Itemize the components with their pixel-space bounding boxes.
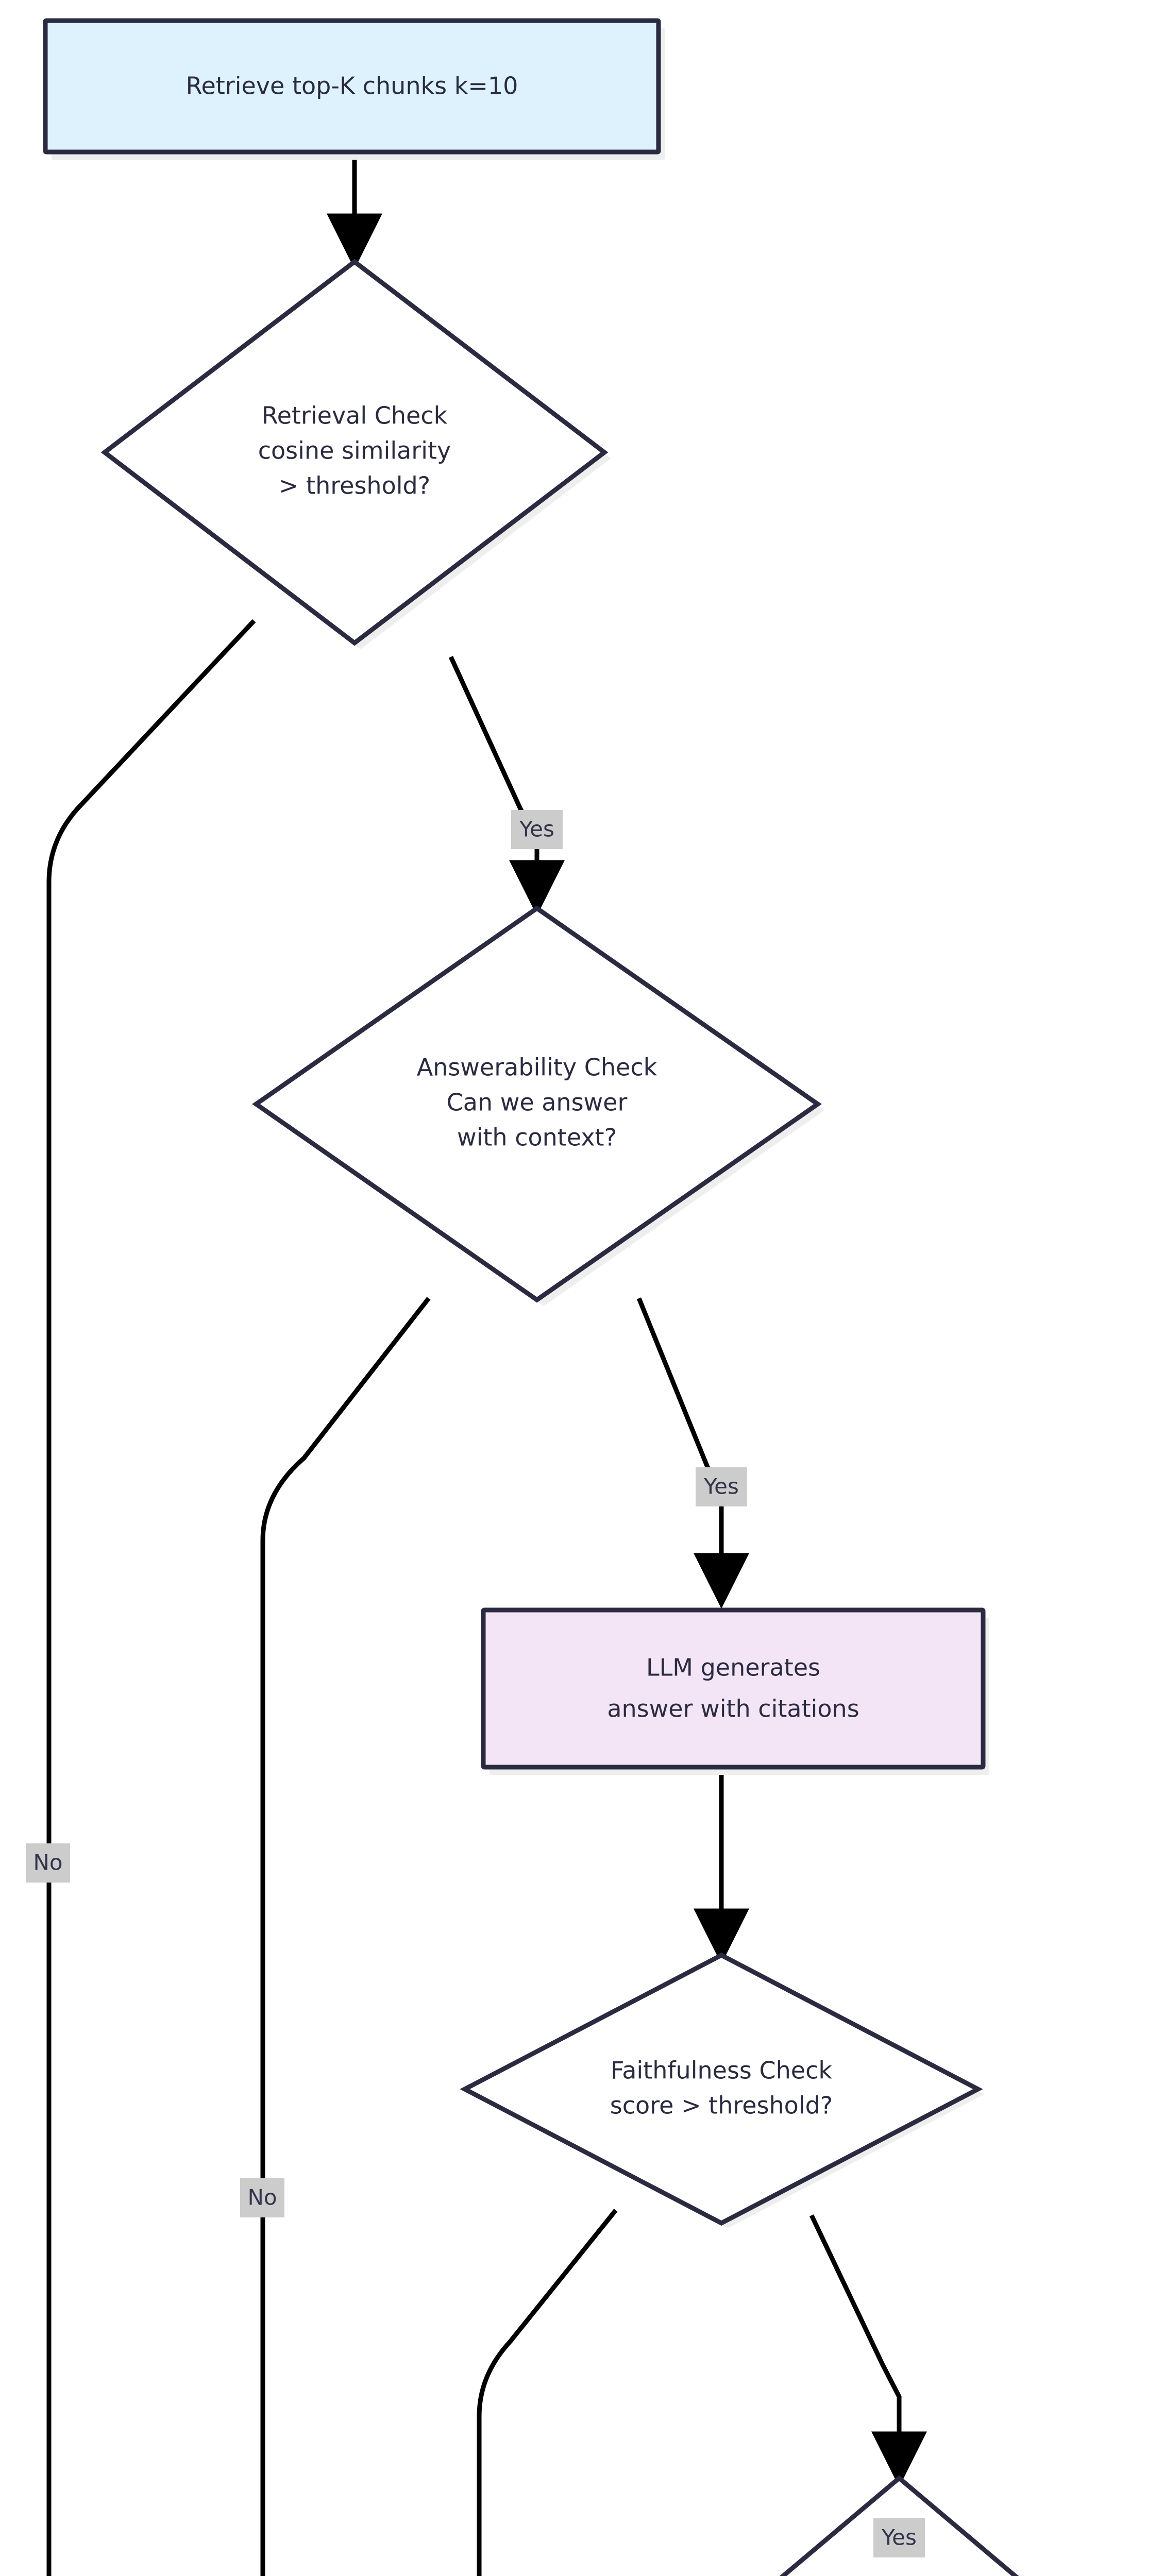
node-answerability-check-line-2: with context? — [457, 1124, 617, 1151]
node-answerability-check-shape[interactable] — [252, 905, 822, 1303]
node-retrieve-topk[interactable]: Retrieve top-K chunks k=10 — [43, 18, 661, 155]
edge-label-answerable-no-text: No — [247, 2185, 277, 2210]
edge-faithfulness-route — [477, 2209, 618, 2576]
node-llm-generate-line-0: LLM generates — [646, 1654, 820, 1682]
node-faithfulness-check-shape[interactable] — [460, 1952, 983, 2226]
node-retrieval-check[interactable]: Retrieval Check cosine similarity > thre… — [100, 259, 609, 646]
edge-faithfulness-relevance — [809, 2214, 927, 2487]
node-llm-generate-line-1: answer with citations — [607, 1695, 859, 1723]
edge-label-group: Yes No Yes No Yes No — [26, 810, 925, 2557]
node-answerability-check-line-1: Can we answer — [447, 1089, 628, 1116]
node-retrieval-check-line-2: > threshold? — [279, 472, 430, 500]
edge-label-answerable-no: No — [240, 2178, 284, 2217]
edge-answerable-route — [260, 1297, 431, 2576]
edge-label-faithfulness-yes-text: Yes — [881, 2525, 917, 2550]
edge-retrieval-route — [46, 619, 256, 2576]
edge-label-answerable-yes: Yes — [696, 1467, 747, 1506]
edge-answerable-llm — [636, 1297, 749, 1609]
edge-label-answerable-yes-text: Yes — [703, 1474, 739, 1499]
edge-label-retrieval-no-text: No — [33, 1850, 62, 1875]
edge-retrieval-answerable — [448, 656, 565, 916]
edge-label-retrieval-yes-text: Yes — [519, 817, 554, 842]
node-retrieval-check-shape[interactable] — [100, 259, 609, 646]
node-retrieval-check-line-0: Retrieval Check — [262, 402, 448, 430]
node-llm-generate[interactable]: LLM generates answer with citations — [481, 1607, 986, 1770]
edge-group — [46, 149, 927, 2576]
node-llm-generate-shape[interactable] — [481, 1607, 986, 1770]
node-retrieve-topk-line-0: Retrieve top-K chunks k=10 — [186, 72, 518, 100]
node-faithfulness-check-line-0: Faithfulness Check — [611, 2057, 832, 2084]
node-answerability-check-line-0: Answerability Check — [417, 1054, 657, 1081]
edge-label-retrieval-yes: Yes — [511, 810, 563, 849]
node-retrieve-topk-shape[interactable] — [43, 18, 661, 155]
node-answerability-check[interactable]: Answerability Check Can we answer with c… — [252, 905, 822, 1303]
edge-label-faithfulness-yes: Yes — [873, 2518, 925, 2557]
edge-label-retrieval-no: No — [26, 1843, 70, 1883]
node-faithfulness-check[interactable]: Faithfulness Check score > threshold? — [460, 1952, 983, 2226]
node-faithfulness-check-line-1: score > threshold? — [610, 2092, 833, 2120]
node-retrieval-check-line-1: cosine similarity — [258, 437, 451, 465]
